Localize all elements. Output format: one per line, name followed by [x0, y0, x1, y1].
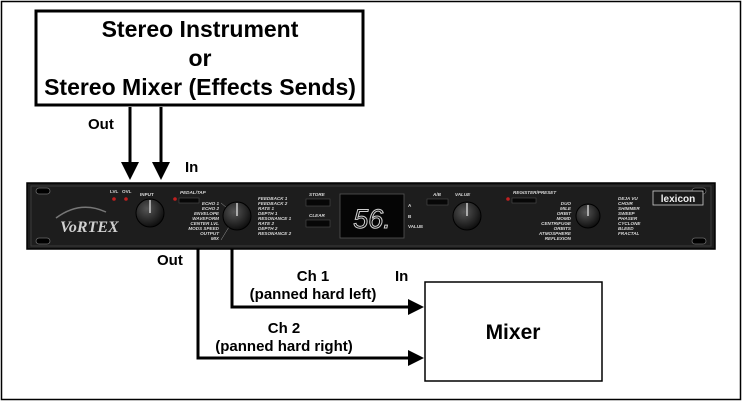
- led-display: [339, 193, 405, 239]
- mixer-box: [424, 281, 603, 382]
- lexicon-badge: [652, 190, 704, 206]
- ch1-sublabel: (panned hard left): [250, 286, 377, 303]
- register-led: [506, 197, 510, 201]
- vortex-logo: VoRTEX: [60, 219, 119, 236]
- register-param: MOMD: [556, 216, 571, 221]
- ch2-label: Ch 2: [268, 320, 301, 337]
- preset-name: PHASER: [618, 216, 638, 221]
- register-preset-label: REGISTER/PRESET: [513, 190, 557, 195]
- right-param: RATE 1: [258, 206, 274, 211]
- ab-label: A/B: [432, 192, 442, 197]
- register-param: DUO: [561, 201, 572, 206]
- input-knob-label: INPUT: [140, 192, 154, 197]
- left-param: WAVEFORM: [192, 216, 219, 221]
- register-param: MILE: [560, 206, 572, 211]
- out-label-top: Out: [88, 116, 114, 133]
- right-param: RATE 2: [258, 221, 274, 226]
- register-preset-button[interactable]: [511, 197, 537, 204]
- store-label: STORE: [309, 192, 326, 197]
- left-param: MODS SPEED: [188, 226, 219, 231]
- preset-name: FRACTAL: [618, 231, 640, 236]
- vortex-rack-unit: VoRTEX LVL OVL INPUT PEDAL/TAP ECHO 1 EC…: [26, 182, 716, 250]
- register-param: ORBITS: [554, 226, 572, 231]
- pedal-tap-led: [173, 197, 177, 201]
- store-button[interactable]: [305, 198, 331, 207]
- source-line1: Stereo Instrument: [102, 16, 299, 42]
- source-line3: Stereo Mixer (Effects Sends): [44, 74, 356, 100]
- display-value: 56.: [353, 204, 391, 234]
- left-param-list: ECHO 1 ECHO 2 ENVELOPE WAVEFORM CENTER L…: [188, 201, 220, 241]
- register-param: ATMOSPHERE: [538, 231, 572, 236]
- right-param: DEPTH 1: [258, 211, 278, 216]
- register-param-list: DUO MILE ORBIT MOMD CENTRIFUGE ORBITS AT…: [538, 201, 572, 241]
- lvl-label: LVL: [110, 189, 119, 194]
- clear-label: CLEAR: [309, 213, 326, 218]
- left-param: ECHO 2: [202, 206, 220, 211]
- register-param: CENTRIFUGE: [541, 221, 572, 226]
- preset-name: SHIMMER: [618, 206, 640, 211]
- in-label-top: In: [185, 159, 198, 176]
- preset-name-list: DEJA VU CHOIR SHIMMER SWEEP PHASER CYCLO…: [618, 196, 641, 236]
- right-param: RESONANCE 1: [258, 216, 292, 221]
- right-param: DEPTH 2: [258, 226, 278, 231]
- left-param: CENTER LVL: [190, 221, 219, 226]
- value-knob-label: VALUE: [455, 192, 471, 197]
- right-param: FEEDBACK 1: [258, 196, 288, 201]
- left-param: MIX: [211, 236, 220, 241]
- clear-button[interactable]: [305, 219, 331, 228]
- ovl-label: OVL: [122, 189, 132, 194]
- indicator-value: VALUE: [408, 224, 423, 229]
- left-param: ENVELOPE: [194, 211, 220, 216]
- lvl-led: [112, 197, 116, 201]
- register-param: ORBIT: [557, 211, 572, 216]
- mount-hole: [691, 237, 707, 245]
- vortex-swirl: [55, 206, 107, 219]
- source-box: [34, 9, 365, 107]
- right-param-list: FEEDBACK 1 FEEDBACK 2 RATE 1 DEPTH 1 RES…: [258, 196, 292, 236]
- preset-name: DEJA VU: [618, 196, 638, 201]
- ch2-sublabel: (panned hard right): [215, 338, 353, 355]
- left-param: OUTPUT: [200, 231, 220, 236]
- ovl-led: [124, 197, 128, 201]
- lexicon-logo: lexicon: [661, 194, 695, 205]
- mount-hole: [35, 187, 51, 195]
- ab-button[interactable]: [426, 198, 449, 206]
- connection-lines: [121, 107, 424, 366]
- mixer-label: Mixer: [486, 321, 541, 344]
- preset-name: CHOIR: [618, 201, 633, 206]
- preset-name: SWEEP: [618, 211, 636, 216]
- mount-hole: [35, 237, 51, 245]
- ch1-label: Ch 1: [297, 268, 330, 285]
- left-param: ECHO 1: [202, 201, 220, 206]
- in-label-bottom: In: [395, 268, 408, 285]
- out-label-bottom: Out: [157, 252, 183, 269]
- indicator-b: B: [408, 214, 412, 219]
- right-param: RESONANCE 2: [258, 231, 292, 236]
- preset-name: CYCLONE: [618, 221, 641, 226]
- indicator-a: A: [408, 203, 412, 208]
- register-param: REFLEXION: [545, 236, 572, 241]
- right-param: FEEDBACK 2: [258, 201, 288, 206]
- preset-name: BLEED: [618, 226, 634, 231]
- pedal-tap-button[interactable]: [178, 197, 200, 204]
- source-line2: or: [189, 45, 212, 71]
- pedal-tap-label: PEDAL/TAP: [180, 190, 207, 195]
